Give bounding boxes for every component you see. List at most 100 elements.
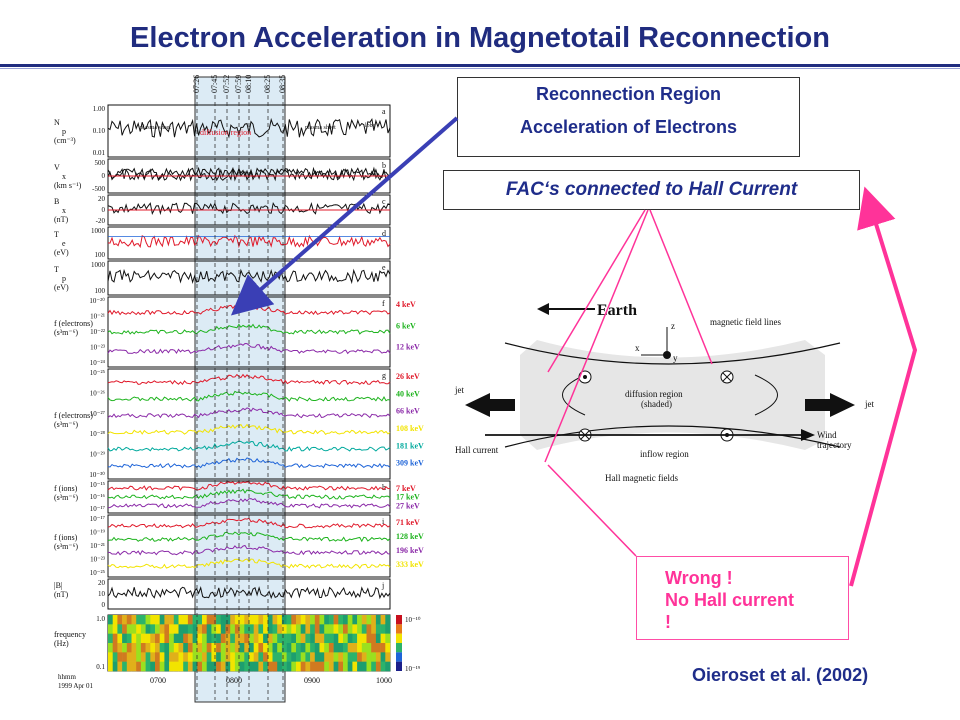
citation: Oieroset et al. (2002) [692, 665, 869, 685]
reconnection-callout-line1: Reconnection Region [535, 84, 721, 104]
jet-right-arrow [805, 393, 855, 417]
spectrogram-cell [164, 624, 170, 634]
spectrogram-cell [333, 661, 339, 672]
spectrogram-cell [173, 615, 179, 625]
spectrogram-cell [305, 624, 311, 634]
energy-label: 71 keV [396, 518, 420, 527]
spectrogram-cell [183, 615, 189, 625]
panel-b-ylabel: x [62, 172, 66, 181]
panel-a-tick: 0.10 [93, 127, 106, 135]
spectrogram-cell [291, 615, 297, 625]
spectrogram-cell [375, 643, 381, 653]
diffusion-label: diffusion region [625, 389, 683, 399]
trace-i [107, 544, 391, 556]
spectrogram-cell [192, 652, 198, 662]
energy-label: 333 keV [396, 560, 424, 569]
spectrogram-cell [277, 652, 283, 662]
panel-j-ylabel: (nT) [54, 590, 69, 599]
spectrogram-cell [169, 652, 175, 662]
spectrogram-cell [197, 643, 203, 653]
spectrogram-cell [140, 624, 146, 634]
spectrogram-cell [333, 633, 339, 644]
xtick-label: 1000 [376, 676, 392, 685]
spectrogram-cell [267, 624, 273, 634]
spectrogram-cell [126, 624, 132, 634]
spectrogram-cell [305, 633, 311, 644]
panel-f-tick: 10⁻²¹ [90, 313, 105, 321]
panel-f-tick: 10⁻²² [90, 328, 105, 336]
panel-b-ylabel: (km s⁻¹) [54, 181, 82, 190]
panel-c-ylabel: B [54, 197, 59, 206]
spectrogram-cell [183, 633, 189, 644]
spectrogram-cell [187, 652, 193, 662]
spectrogram-cell [286, 661, 292, 672]
spectrogram-cell [338, 661, 344, 672]
spectrogram-cell [267, 652, 273, 662]
spectrogram-cell [178, 643, 184, 653]
panel-a-ylabel: p [62, 127, 66, 136]
spectrogram-cell [300, 624, 306, 634]
spectrogram-cell [230, 652, 236, 662]
spectrogram-cell [136, 624, 142, 634]
spectrogram-cell [286, 615, 292, 625]
spectrogram-cell [164, 661, 170, 672]
spectrogram-cell [159, 624, 165, 634]
spectrogram-cell [380, 633, 386, 644]
panel-j-tick: 0 [102, 601, 106, 609]
spectrogram-cell [178, 633, 184, 644]
spectrogram-cell [140, 652, 146, 662]
colorbar-step [396, 652, 402, 662]
spectrogram-cell [338, 652, 344, 662]
panel-h-tick: 10⁻¹⁷ [90, 505, 106, 513]
spectrogram-cell [296, 661, 301, 672]
spectrogram-cell [244, 652, 250, 662]
spectrogram-cell [117, 661, 123, 672]
spectrogram-cell [343, 652, 348, 662]
colorbar-step [396, 624, 402, 634]
spectrogram-cell [267, 661, 273, 672]
spectrogram-cell [324, 661, 330, 672]
spectrogram-cell [361, 643, 367, 653]
spectrogram-cell [357, 624, 363, 634]
spectrogram-cell [375, 624, 381, 634]
y-axis-dot [663, 351, 671, 359]
spectrogram-cell [206, 633, 212, 644]
spectrogram-cell [375, 652, 381, 662]
spectrogram-cell [155, 652, 160, 662]
spectrogram-cell [244, 661, 250, 672]
panel-i-tick: 10⁻²³ [90, 556, 105, 564]
spectrogram-cell [112, 652, 118, 662]
panel-f-tick: 10⁻²⁴ [90, 359, 106, 367]
spectrogram-cell [112, 624, 118, 634]
spectrogram-cell [169, 643, 175, 653]
spectrogram-cell [328, 652, 334, 662]
spectrogram-cell [192, 643, 198, 653]
panel-d-tick: 100 [95, 251, 106, 259]
spectrogram-cell [145, 624, 151, 634]
panel-e-tick: 1000 [91, 261, 106, 269]
panel-e-ylabel: p [62, 274, 66, 283]
spectrogram-cell [310, 643, 316, 653]
energy-label: 6 keV [396, 321, 416, 330]
spectrogram-cell [267, 643, 273, 653]
time-mark-label: 08:35 [278, 75, 287, 93]
spectrogram-cell [164, 643, 170, 653]
panel-a-note-plasma-sheet: plasma sheet [140, 125, 171, 131]
spectrogram-cell [164, 615, 170, 625]
jet-right-label: jet [864, 399, 874, 409]
spectrogram-cell [183, 643, 189, 653]
spectrogram-cell [239, 633, 245, 644]
spectrogram-cell [324, 624, 330, 634]
spectrogram-cell [173, 633, 179, 644]
panel-c-ylabel: x [62, 206, 66, 215]
spectrogram-cell [296, 624, 301, 634]
spectrogram-cell [211, 633, 217, 644]
z-label: z [671, 321, 675, 331]
spectrogram-cell [244, 624, 250, 634]
spectrogram-cell [343, 615, 348, 625]
spectrogram-cell [361, 652, 367, 662]
spectrogram-cell [272, 643, 278, 653]
spectrogram-cell [117, 643, 123, 653]
